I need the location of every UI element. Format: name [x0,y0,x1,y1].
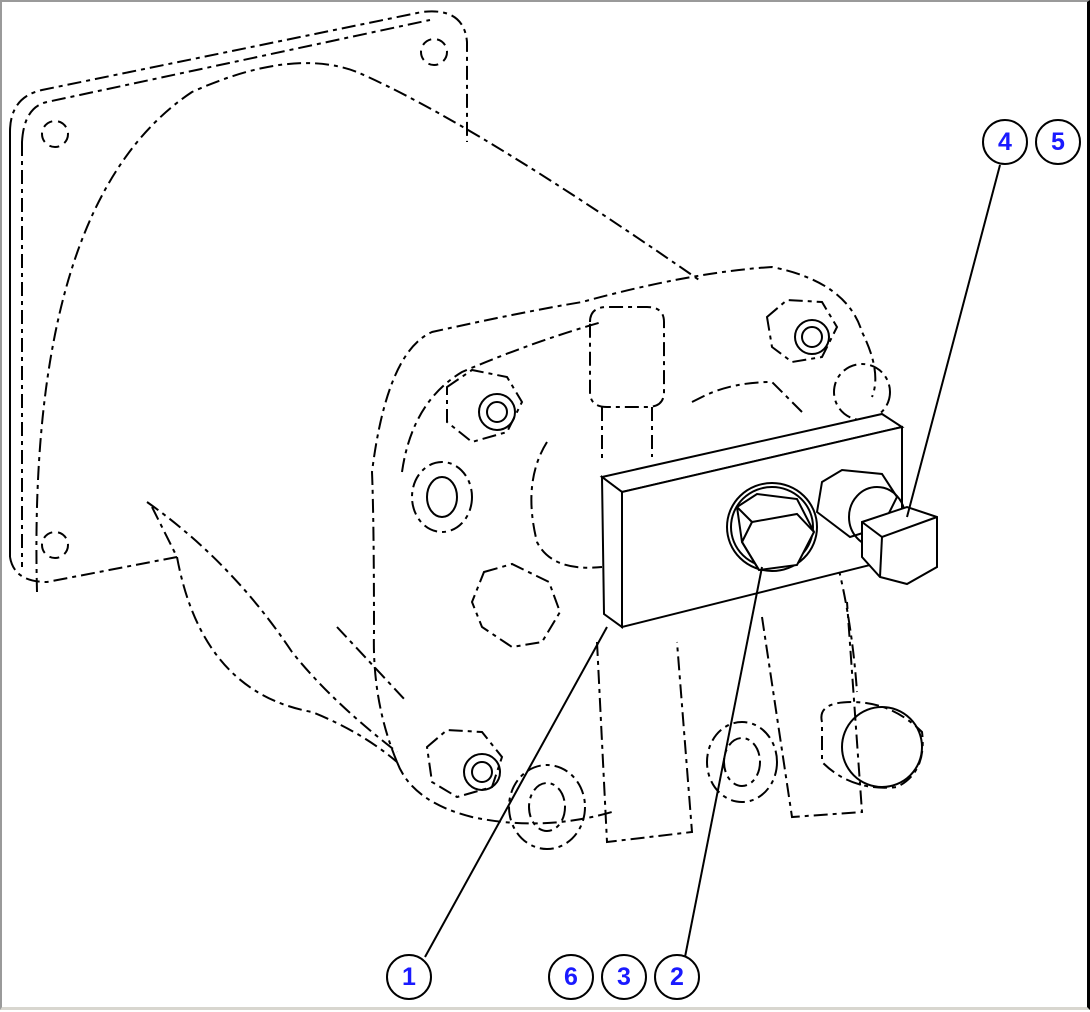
bolt-lower-left [425,728,504,799]
motor-body [35,62,703,763]
bolt-upper-left [446,368,524,444]
washer-right-top [833,363,891,421]
lower-ports [596,561,924,844]
callout-3[interactable]: 3 [601,954,647,1000]
fitting-plug [815,468,938,586]
leader-lines [424,164,1001,958]
callout-1[interactable]: 1 [386,954,432,1000]
callout-5[interactable]: 5 [1035,119,1081,165]
hex-plug [470,562,562,649]
pump-housing [370,265,877,825]
callout-4[interactable]: 4 [982,119,1028,165]
washer-bottom [508,764,586,850]
callout-6[interactable]: 6 [548,954,594,1000]
top-pin [589,306,665,462]
bolt-upper-right [765,298,839,364]
mounting-flange [9,10,468,584]
washer-left [411,461,473,533]
fitting-bolt [726,482,818,572]
callout-2[interactable]: 2 [654,954,700,1000]
